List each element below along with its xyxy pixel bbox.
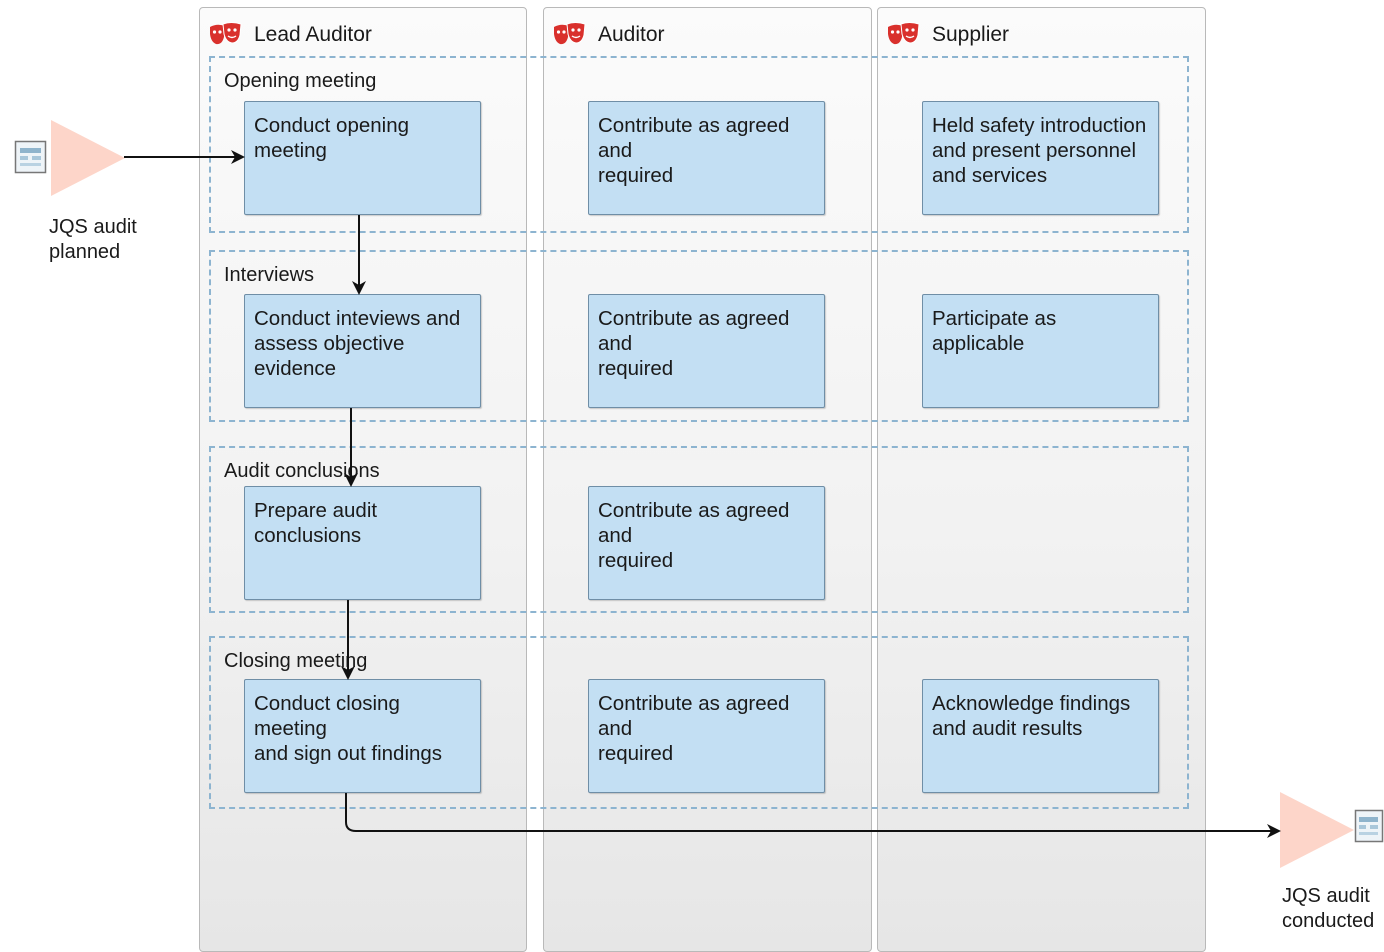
task-auditor-contribute[interactable]: Contribute as agreed and required: [588, 486, 825, 600]
phase-label: Interviews: [224, 264, 315, 286]
end-event-label: JQS audit conducted: [1282, 885, 1375, 932]
phase-label: Closing meeting: [224, 650, 368, 672]
task-conduct-closing-meeting[interactable]: Conduct closing meeting and sign out fin…: [244, 679, 481, 793]
role-masks-icon: [554, 22, 586, 45]
task-conduct-opening-meeting[interactable]: Conduct opening meeting: [244, 101, 481, 215]
task-participate-as-applicable[interactable]: Participate as applicable: [922, 294, 1159, 408]
task-auditor-contribute[interactable]: Contribute as agreed and required: [588, 101, 825, 215]
phase-audit-conclusions: Audit conclusions: [209, 446, 1189, 613]
task-held-safety-introduction[interactable]: Held safety introduction and present per…: [922, 101, 1159, 215]
role-masks-icon: [888, 22, 920, 45]
lane-title: Auditor: [598, 23, 665, 46]
role-masks-icon: [210, 22, 242, 45]
task-acknowledge-findings[interactable]: Acknowledge findings and audit results: [922, 679, 1159, 793]
task-conduct-interviews[interactable]: Conduct inteviews and assess objective e…: [244, 294, 481, 408]
end-event-triangle[interactable]: [1278, 790, 1358, 870]
task-prepare-audit-conclusions[interactable]: Prepare audit conclusions: [244, 486, 481, 600]
process-document-icon[interactable]: [1354, 809, 1384, 843]
start-event-triangle[interactable]: [49, 118, 129, 198]
task-auditor-contribute[interactable]: Contribute as agreed and required: [588, 294, 825, 408]
lane-title: Supplier: [932, 23, 1010, 46]
phase-interviews: Interviews: [209, 250, 1189, 422]
phase-label: Opening meeting: [224, 70, 377, 92]
lane-header: Supplier: [886, 20, 1009, 50]
lane-header: Lead Auditor: [208, 20, 372, 50]
task-auditor-contribute[interactable]: Contribute as agreed and required: [588, 679, 825, 793]
start-event-label: JQS audit planned: [49, 216, 137, 263]
lane-title: Lead Auditor: [254, 23, 372, 46]
process-document-icon[interactable]: [14, 140, 48, 174]
phase-opening-meeting: Opening meeting: [209, 56, 1189, 233]
phase-label: Audit conclusions: [224, 460, 380, 482]
lane-header: Auditor: [552, 20, 665, 50]
